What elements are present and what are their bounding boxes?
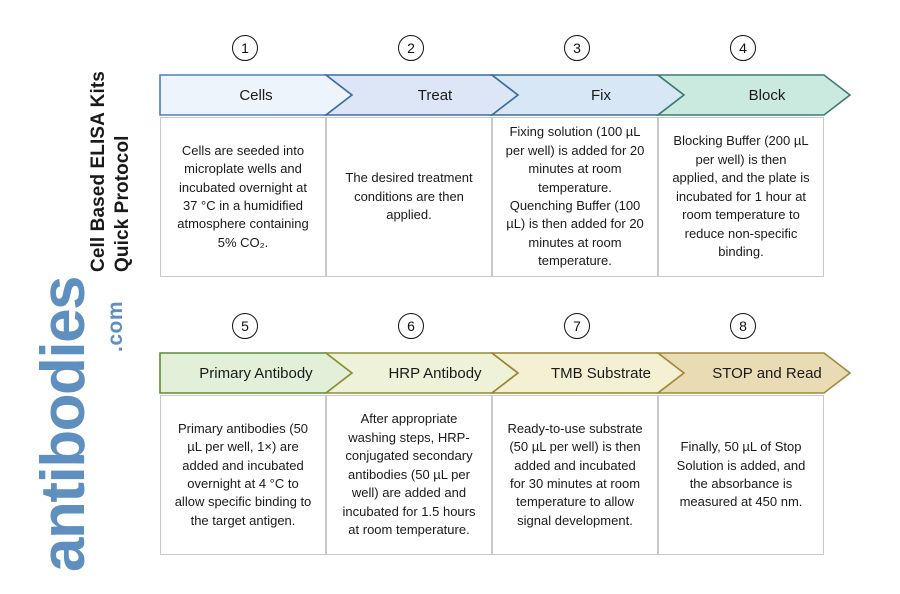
step-badge-2: 2 xyxy=(398,35,424,61)
chevron-step-3[interactable] xyxy=(489,74,686,116)
step-description-box-7: Ready-to-use substrate (50 µL per well) … xyxy=(492,395,658,555)
chevron-step-4[interactable] xyxy=(655,74,852,116)
step-badge-7: 7 xyxy=(564,313,590,339)
step-description-box-5: Primary antibodies (50 µL per well, 1×) … xyxy=(160,395,326,555)
step-description-text-3: Fixing solution (100 µL per well) is add… xyxy=(505,124,645,269)
brand-tld: .com xyxy=(104,300,127,352)
chevron-step-6[interactable] xyxy=(323,352,520,394)
step-description-text-4: Blocking Buffer (200 µL per well) is the… xyxy=(672,133,810,260)
chevron-step-5[interactable] xyxy=(159,352,354,394)
step-description-text-7: Ready-to-use substrate (50 µL per well) … xyxy=(507,420,643,528)
step-description-text-8: Finally, 50 µL of Stop Solution is added… xyxy=(676,439,806,510)
row-2-chevron-bar xyxy=(159,352,852,394)
step-description-box-6: After appropriate washing steps, HRP-con… xyxy=(326,395,492,555)
step-badge-1: 1 xyxy=(232,35,258,61)
chevron-step-2[interactable] xyxy=(323,74,520,116)
step-description-box-2: The desired treatment conditions are the… xyxy=(326,117,492,277)
step-badge-5: 5 xyxy=(232,313,258,339)
step-description-text-5: Primary antibodies (50 µL per well, 1×) … xyxy=(174,420,312,528)
brand-wordmark: antibodies xyxy=(29,276,98,572)
step-description-text-2: The desired treatment conditions are the… xyxy=(345,170,473,223)
step-description-text-1: Cells are seeded into microplate wells a… xyxy=(177,142,309,250)
step-description-box-4: Blocking Buffer (200 µL per well) is the… xyxy=(658,117,824,277)
chevron-step-1[interactable] xyxy=(159,74,354,116)
page-title-line-2: Quick Protocol xyxy=(112,135,133,272)
step-badge-4: 4 xyxy=(730,35,756,61)
step-description-box-8: Finally, 50 µL of Stop Solution is added… xyxy=(658,395,824,555)
row-1-chevron-bar xyxy=(159,74,852,116)
step-description-text-6: After appropriate washing steps, HRP-con… xyxy=(342,411,476,538)
step-description-box-1: Cells are seeded into microplate wells a… xyxy=(160,117,326,277)
chevron-step-8[interactable] xyxy=(655,352,852,394)
chevron-step-7[interactable] xyxy=(489,352,686,394)
step-badge-6: 6 xyxy=(398,313,424,339)
step-description-box-3: Fixing solution (100 µL per well) is add… xyxy=(492,117,658,277)
step-badge-3: 3 xyxy=(564,35,590,61)
step-badge-8: 8 xyxy=(730,313,756,339)
